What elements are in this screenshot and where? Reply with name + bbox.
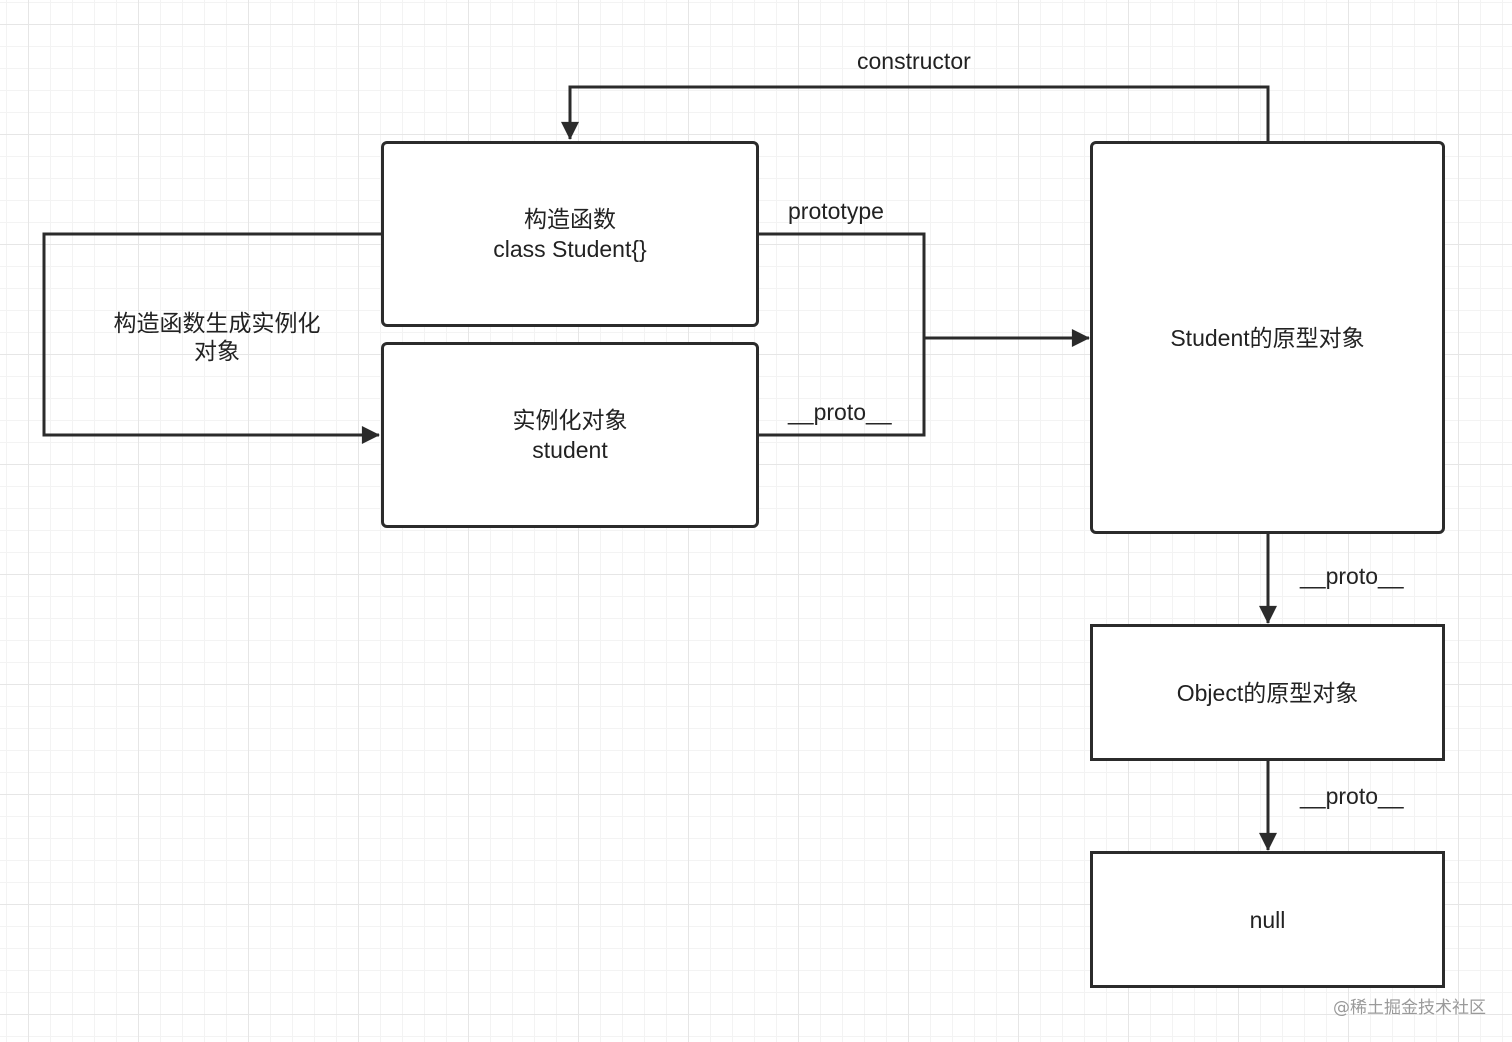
constructor-edge <box>561 85 1270 142</box>
instantiate-edge <box>42 232 381 444</box>
object-prototype-label: Object的原型对象 <box>1176 679 1359 706</box>
constructor-function-code: class Student{} <box>493 236 647 262</box>
student-prototype-label: Student的原型对象 <box>1170 324 1365 351</box>
instantiate-edge-label-line2: 对象 <box>194 338 240 364</box>
watermark: @稀土掘金技术社区 <box>1333 998 1486 1018</box>
student-proto-proto-edge-label: __proto__ <box>1300 563 1404 589</box>
instance-proto-edge-label: __proto__ <box>788 399 892 425</box>
instance-object-title: 实例化对象 <box>512 407 628 433</box>
instance-object-box[interactable]: 实例化对象 student <box>381 342 759 528</box>
constructor-function-title: 构造函数 <box>524 206 616 232</box>
constructor-edge-label: constructor <box>857 48 971 74</box>
null-box[interactable]: null <box>1090 851 1445 988</box>
object-proto-proto-edge-label: __proto__ <box>1300 783 1404 809</box>
instance-proto-edge <box>758 338 926 437</box>
instance-object-name: student <box>532 437 608 463</box>
instantiate-edge-label-line1: 构造函数生成实例化 <box>113 310 321 336</box>
null-label: null <box>1249 906 1286 933</box>
prototype-edge <box>758 232 926 338</box>
prototype-edge-label: prototype <box>788 198 884 224</box>
constructor-function-box[interactable]: 构造函数 class Student{} <box>381 141 759 327</box>
object-prototype-box[interactable]: Object的原型对象 <box>1090 624 1445 761</box>
instantiate-edge-label: 构造函数生成实例化 对象 <box>88 309 346 365</box>
student-prototype-box[interactable]: Student的原型对象 <box>1090 141 1445 534</box>
